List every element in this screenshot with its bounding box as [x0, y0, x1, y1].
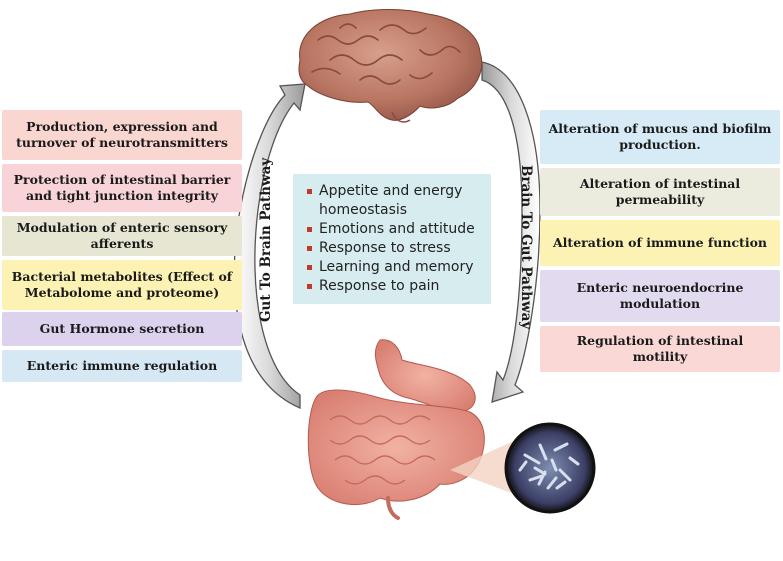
brain-function-item: Appetite and energy homeostasis: [307, 182, 485, 220]
right-item-label: Alteration of mucus and biofilm producti…: [548, 121, 772, 152]
brain-function-item: Learning and memory: [307, 258, 485, 277]
left-item: Modulation of enteric sensory afferents: [2, 216, 242, 256]
gut-icon: [307, 339, 485, 520]
right-item-label: Regulation of intestinal motility: [576, 333, 744, 364]
right-item-label: Alteration of immune function: [552, 235, 768, 251]
brain-to-gut-arrow: [481, 61, 541, 403]
right-item: Regulation of intestinal motility: [540, 326, 780, 372]
brain-to-gut-pathway-label: Brain To Gut Pathway: [518, 165, 534, 330]
right-item: Enteric neuroendocrine modulation: [540, 270, 780, 322]
left-item: Bacterial metabolites (Effect of Metabol…: [2, 260, 242, 310]
brain-icon: [298, 9, 483, 123]
brain-functions-box: Appetite and energy homeostasis Emotions…: [293, 174, 491, 304]
left-item-label: Protection of intestinal barrier and tig…: [13, 172, 231, 203]
right-item-label: Enteric neuroendocrine modulation: [576, 280, 744, 311]
left-item: Enteric immune regulation: [2, 350, 242, 382]
brain-function-item: Response to stress: [307, 239, 485, 258]
left-item: Protection of intestinal barrier and tig…: [2, 164, 242, 212]
brain-function-item: Emotions and attitude: [307, 220, 485, 239]
right-item: Alteration of mucus and biofilm producti…: [540, 110, 780, 164]
brain-function-item: Response to pain: [307, 277, 485, 296]
left-item-label: Gut Hormone secretion: [39, 321, 205, 337]
left-item-label: Modulation of enteric sensory afferents: [16, 220, 228, 251]
right-item: Alteration of immune function: [540, 220, 780, 266]
left-item-label: Production, expression and turnover of n…: [16, 119, 228, 150]
left-item-label: Bacterial metabolites (Effect of Metabol…: [11, 269, 233, 300]
left-item: Production, expression and turnover of n…: [2, 110, 242, 160]
left-item: Gut Hormone secretion: [2, 312, 242, 346]
gut-to-brain-pathway-label: Gut To Brain Pathway: [258, 157, 274, 322]
microbiome-icon: [504, 422, 596, 514]
brain-functions-list: Appetite and energy homeostasis Emotions…: [307, 182, 485, 296]
right-item-label: Alteration of intestinal permeability: [579, 176, 741, 207]
right-item: Alteration of intestinal permeability: [540, 168, 780, 216]
left-item-label: Enteric immune regulation: [26, 358, 218, 374]
